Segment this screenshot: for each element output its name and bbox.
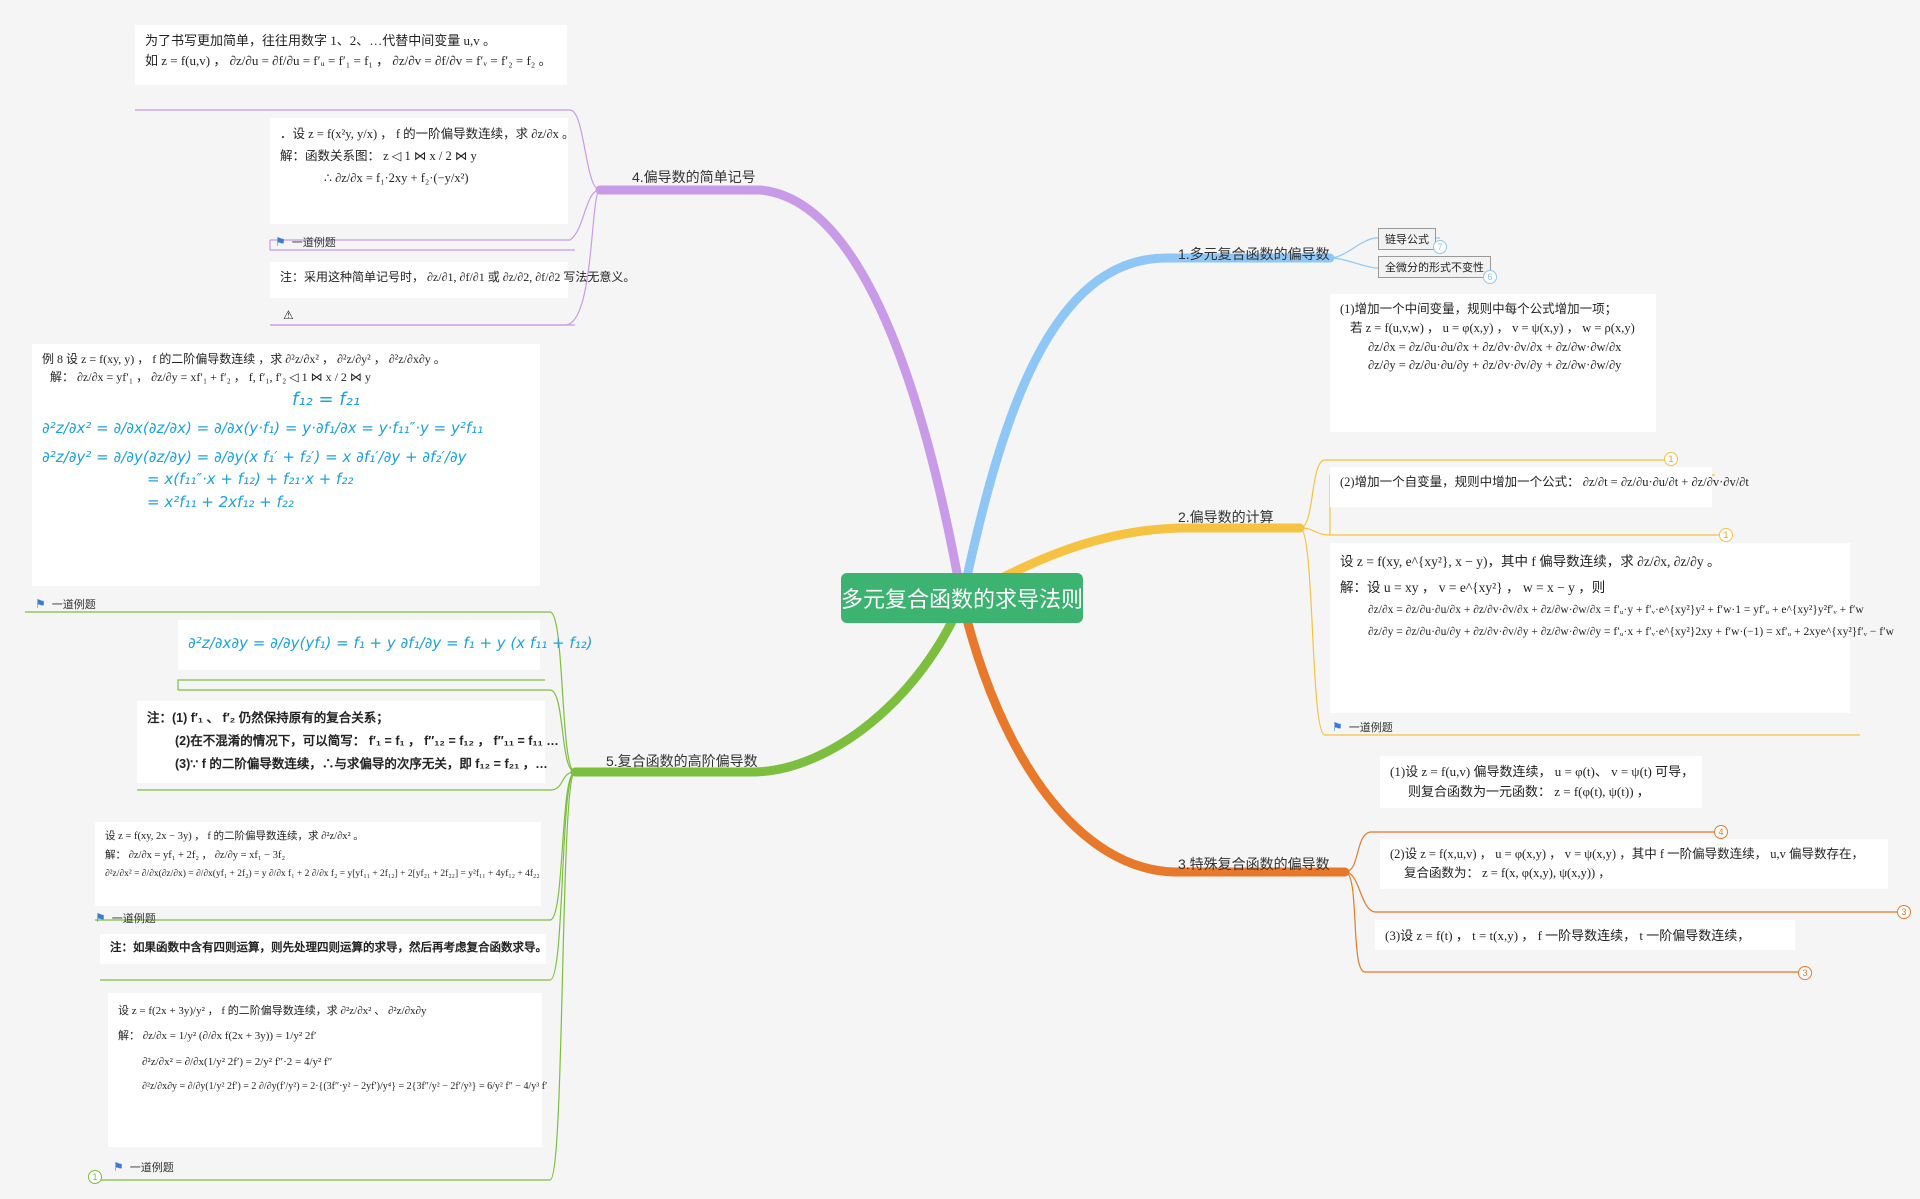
handwritten-line: ∂²z/∂x∂y = ∂/∂y(yf₁) = f₁ + y ∂f₁/∂y = f… [188,634,593,652]
note-card-arithmetic[interactable]: 注：如果函数中含有四则运算，则先处理四则运算的求导，然后再考虑复合函数求导。 [100,934,547,964]
branch-label-4[interactable]: 4.偏导数的简单记号 [632,169,756,185]
branch-label-1[interactable]: 1.多元复合函数的偏导数 [1178,246,1330,262]
card-line: (1)增加一个中间变量，规则中每个公式增加一项； [1340,302,1618,316]
handwritten-line: ∂²z/∂x² = ∂/∂x(∂z/∂x) = ∂/∂x(y·f₁) = y·∂… [42,419,484,437]
chain-rule-chip[interactable]: 链导公式 [1378,228,1436,250]
branch-label-3[interactable]: 3.特殊复合函数的偏导数 [1178,856,1330,872]
card-line: 注：(1) f′₁ 、 f′₂ 仍然保持原有的复合关系； [147,711,389,725]
example-tag[interactable]: ⚑一道例题 [275,235,336,249]
note-card-special-1[interactable]: (1)设 z = f(u,v) 偏导数连续， u = φ(t)、 v = ψ(t… [1380,756,1702,808]
card-line: 解： ∂z/∂x = 1/y² (∂/∂x f(2x + 3y)) = 1/y²… [118,1030,317,1043]
branch-line-3 [957,595,1350,877]
card-line: (3)∵ f 的二阶偏导数连续，∴与求偏导的次序无关，即 f₁₂ = f₂₁ ，… [175,757,548,772]
card-line: 为了书写更加简单，往往用数字 1、2、…代替中间变量 u,v 。 [145,33,497,48]
count-badge[interactable]: 7 [1433,240,1447,254]
flag-icon: ⚑ [275,235,286,249]
branch5-sublines [25,611,576,1181]
card-line: ∂²z/∂x² = ∂/∂x(1/y² 2f′) = 2/y² f″·2 = 4… [142,1055,333,1068]
handwritten-line: ∂²z/∂y² = ∂/∂y(∂z/∂y) = ∂/∂y(x f₁′ + f₂′… [42,447,467,466]
count-badge[interactable]: 3 [1798,966,1812,980]
card-line: 设 z = f(2x + 3y)/y² ， f 的二阶偏导数连续，求 ∂²z/∂… [118,1005,427,1017]
count-badge[interactable]: 6 [1483,270,1497,284]
card-line: 解： ∂z/∂x = yf′₁ ， ∂z/∂y = xf′₁ + f′₂ ， f… [50,370,371,384]
handwritten-line: = x²f₁₁ + 2xf₁₂ + f₂₂ [147,492,294,511]
handwritten-line: f₁₂ = f₂₁ [292,389,361,410]
card-line: 复合函数为： z = f(x, φ(x,y), ψ(x,y)) ， [1404,865,1611,880]
card-line: 设 z = f(xy, e^{xy²}, x − y)，其中 f 偏导数连续，求… [1340,554,1721,569]
card-line: (2)在不混淆的情况下，可以简写： f′₁ = f₁ ， f″₁₂ = f₁₂ … [175,734,559,749]
warning-icon: ⚠ [283,308,294,322]
flag-icon: ⚑ [35,597,46,611]
example-tag[interactable]: ⚑一道例题 [113,1160,174,1174]
card-line: ∂z/∂x = ∂z/∂u·∂u/∂x + ∂z/∂v·∂v/∂x + ∂z/∂… [1368,604,1864,617]
flag-icon: ⚑ [1332,720,1343,734]
note-card-high-order[interactable]: 注：(1) f′₁ 、 f′₂ 仍然保持原有的复合关系； (2)在不混淆的情况下… [137,701,559,783]
example-card-partial-calc[interactable]: 设 z = f(xy, e^{xy²}, x − y)，其中 f 偏导数连续，求… [1330,543,1894,713]
card-line: 若 z = f(u,v,w) ， u = φ(x,y) ， v = ψ(x,y)… [1350,320,1635,335]
card-line: 设 z = f(xy, 2x − 3y) ， f 的二阶偏导数连续，求 ∂²z/… [105,831,364,842]
branch-label-5[interactable]: 5.复合函数的高阶偏导数 [606,753,758,769]
handwritten-line: = x(f₁₁″·x + f₁₂) + f₂₁·x + f₂₂ [147,470,354,488]
branch-line-5 [570,595,967,777]
count-badge[interactable]: 1 [88,1170,102,1184]
card-line: 例 8 设 z = f(xy, y) ， f 的二阶偏导数连续 ，求 ∂²z/∂… [42,352,446,366]
card-line: (2)设 z = f(x,u,v) ， u = φ(x,y) ， v = ψ(x… [1390,847,1864,861]
card-line: 注：如果函数中含有四则运算，则先处理四则运算的求导，然后再考虑复合函数求导。 [110,942,547,954]
flag-icon: ⚑ [95,911,106,925]
branch3-sublines [1344,831,1900,973]
count-badge[interactable]: 3 [1897,905,1911,919]
card-line: 则复合函数为一元函数： z = f(φ(t), ψ(t)) ， [1408,783,1650,799]
example-card-second-order[interactable]: 设 z = f(xy, 2x − 3y) ， f 的二阶偏导数连续，求 ∂²z/… [95,822,541,906]
note-card-special-3[interactable]: (3)设 z = f(t) ， t = t(x,y) ， f 一阶导数连续， t… [1375,920,1795,950]
handwritten-card-mixed[interactable]: ∂²z/∂x∂y = ∂/∂y(yf₁) = f₁ + y ∂f₁/∂y = f… [178,620,593,670]
note-card-special-2[interactable]: (2)设 z = f(x,u,v) ， u = φ(x,y) ， v = ψ(x… [1380,839,1888,889]
example-tag[interactable]: ⚑一道例题 [1332,720,1393,734]
branch-label-2[interactable]: 2.偏导数的计算 [1178,509,1274,525]
note-card-notation-warning[interactable]: 注：采用这种简单记号时， ∂z/∂1, ∂f/∂1 或 ∂z/∂2, ∂f/∂2… [270,262,636,298]
card-line: (3)设 z = f(t) ， t = t(x,y) ， f 一阶导数连续， t… [1385,928,1751,943]
example-card-notation[interactable]: ．设 z = f(x²y, y/x) ， f 的一阶偏导数连续，求 ∂z/∂x … [270,118,575,224]
card-line: 解： ∂z/∂x = yf₁ + 2f₂ ， ∂z/∂y = xf₁ − 3f₂ [105,849,286,861]
card-line: ．设 z = f(x²y, y/x) ， f 的一阶偏导数连续，求 ∂z/∂x … [280,127,575,141]
example-card-quotient[interactable]: 设 z = f(2x + 3y)/y² ， f 的二阶偏导数连续，求 ∂²z/∂… [108,993,548,1147]
note-card-multivar-rule[interactable]: (1)增加一个中间变量，规则中每个公式增加一项； 若 z = f(u,v,w) … [1330,294,1656,432]
example-tag[interactable]: ⚑一道例题 [95,911,156,925]
branch1-sublines [1329,237,1480,269]
central-topic[interactable]: 多元复合函数的求导法则 [841,573,1083,623]
card-line: ∂z/∂x = ∂z/∂u·∂u/∂x + ∂z/∂v·∂v/∂x + ∂z/∂… [1368,339,1622,354]
count-badge[interactable]: 1 [1664,452,1678,466]
branch-line-4 [595,185,967,605]
note-card-notation[interactable]: 为了书写更加简单，往往用数字 1、2、…代替中间变量 u,v 。 如 z = f… [135,25,567,85]
branch-line-1 [957,253,1335,605]
card-line: ∂z/∂y = ∂z/∂u·∂u/∂y + ∂z/∂v·∂v/∂y + ∂z/∂… [1368,358,1622,373]
card-line: 如 z = f(u,v) ， ∂z/∂u = ∂f/∂u = f′ᵤ = f′₁… [145,52,552,68]
card-line: ∂²z/∂x² = ∂/∂x(∂z/∂x) = ∂/∂x(yf₁ + 2f₂) … [105,868,540,879]
count-badge[interactable]: 1 [1719,528,1733,542]
flag-icon: ⚑ [113,1160,124,1174]
note-card-add-variable[interactable]: (2)增加一个自变量，规则中增加一个公式： ∂z/∂t = ∂z/∂u·∂u/∂… [1330,467,1749,507]
card-line: ∂z/∂y = ∂z/∂u·∂u/∂y + ∂z/∂v·∂v/∂y + ∂z/∂… [1368,626,1894,639]
invariance-chip[interactable]: 全微分的形式不变性 [1378,256,1491,278]
card-line: ∂²z/∂x∂y = ∂/∂y(1/y² 2f′) = 2 ∂/∂y(f′/y²… [142,1080,548,1092]
card-line: 注：采用这种简单记号时， ∂z/∂1, ∂f/∂1 或 ∂z/∂2, ∂f/∂2… [280,270,636,284]
count-badge[interactable]: 4 [1714,825,1728,839]
example-card-handwritten[interactable]: 例 8 设 z = f(xy, y) ， f 的二阶偏导数连续 ，求 ∂²z/∂… [32,344,540,586]
card-line: (1)设 z = f(u,v) 偏导数连续， u = φ(t)、 v = ψ(t… [1390,764,1695,779]
card-line: 解：设 u = xy ， v = e^{xy²} ， w = x − y ，则 [1340,579,1606,595]
example-tag[interactable]: ⚑一道例题 [35,597,96,611]
card-line: 解：函数关系图： z ◁ 1 ⋈ x / 2 ⋈ y [280,148,477,163]
card-line: ∴ ∂z/∂x = f₁·2xy + f₂·(−y/x²) [324,170,469,185]
card-line: (2)增加一个自变量，规则中增加一个公式： ∂z/∂t = ∂z/∂u·∂u/∂… [1340,475,1749,489]
branch4-sublines [135,109,601,326]
